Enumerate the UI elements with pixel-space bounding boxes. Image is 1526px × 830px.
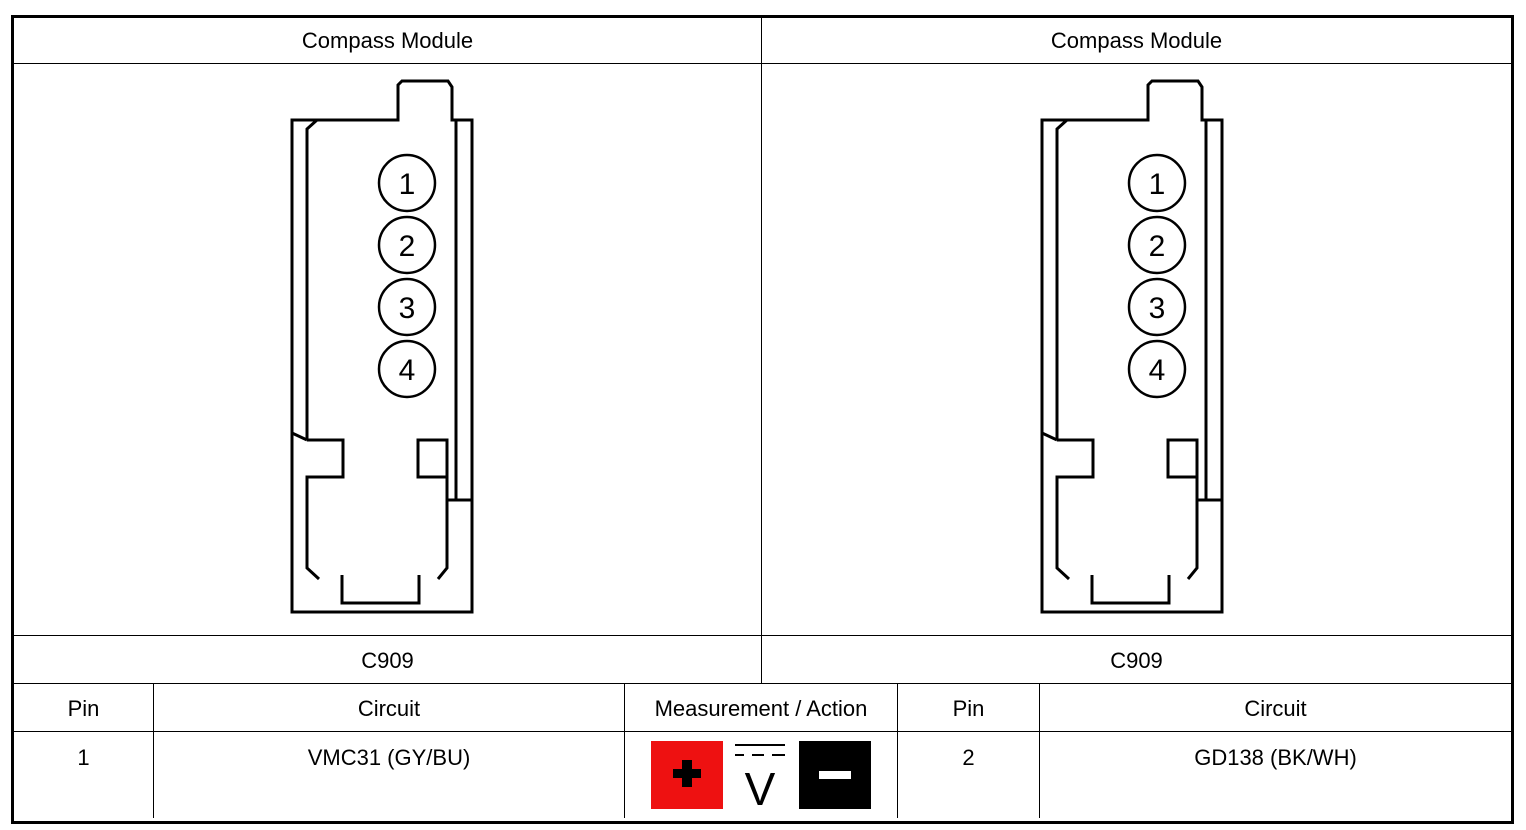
row-pin-b: 2 xyxy=(962,745,975,770)
svg-text:4: 4 xyxy=(399,354,416,387)
divider xyxy=(14,63,1511,64)
right-module-title: Compass Module xyxy=(1050,28,1223,53)
svg-text:2: 2 xyxy=(1149,230,1166,263)
header-measurement: Measurement / Action xyxy=(654,696,868,721)
divider xyxy=(153,684,154,818)
diagram-frame xyxy=(11,15,1514,824)
svg-text:4: 4 xyxy=(1149,354,1166,387)
row-circuit-a: VMC31 (GY/BU) xyxy=(307,745,471,770)
minus-lead-icon xyxy=(799,741,871,809)
measurement-symbol: V xyxy=(651,741,871,809)
pin-4-icon: 4 xyxy=(377,339,437,399)
right-connector-id: C909 xyxy=(1110,648,1163,673)
pin-1-icon: 1 xyxy=(1127,153,1187,213)
svg-text:1: 1 xyxy=(399,168,416,201)
divider xyxy=(897,684,898,818)
svg-text:3: 3 xyxy=(1149,292,1166,325)
connector-outline xyxy=(290,79,474,614)
left-connector-id: C909 xyxy=(361,648,414,673)
divider xyxy=(14,635,1511,636)
svg-text:2: 2 xyxy=(399,230,416,263)
left-connector-diagram: 1 2 3 4 xyxy=(290,79,474,614)
pin-2-icon: 2 xyxy=(1127,215,1187,275)
divider xyxy=(1039,684,1040,818)
divider xyxy=(761,18,762,684)
divider xyxy=(624,684,625,818)
pin-3-icon: 3 xyxy=(377,277,437,337)
dc-voltage-icon: V xyxy=(735,744,785,809)
svg-text:V: V xyxy=(745,763,776,809)
pin-1-icon: 1 xyxy=(377,153,437,213)
header-circuit-b: Circuit xyxy=(1244,696,1307,721)
header-circuit-a: Circuit xyxy=(357,696,421,721)
svg-text:1: 1 xyxy=(1149,168,1166,201)
divider xyxy=(14,683,1511,684)
pin-3-icon: 3 xyxy=(1127,277,1187,337)
plus-lead-icon xyxy=(651,741,723,809)
divider xyxy=(14,731,1511,732)
pin-4-icon: 4 xyxy=(1127,339,1187,399)
right-connector-diagram: 1 2 3 4 xyxy=(1040,79,1224,614)
left-module-title: Compass Module xyxy=(301,28,474,53)
header-pin-b: Pin xyxy=(952,696,985,721)
header-pin-a: Pin xyxy=(67,696,100,721)
row-circuit-b: GD138 (BK/WH) xyxy=(1194,745,1357,770)
pin-2-icon: 2 xyxy=(377,215,437,275)
svg-text:3: 3 xyxy=(399,292,416,325)
connector-outline xyxy=(1040,79,1224,614)
row-pin-a: 1 xyxy=(77,745,90,770)
